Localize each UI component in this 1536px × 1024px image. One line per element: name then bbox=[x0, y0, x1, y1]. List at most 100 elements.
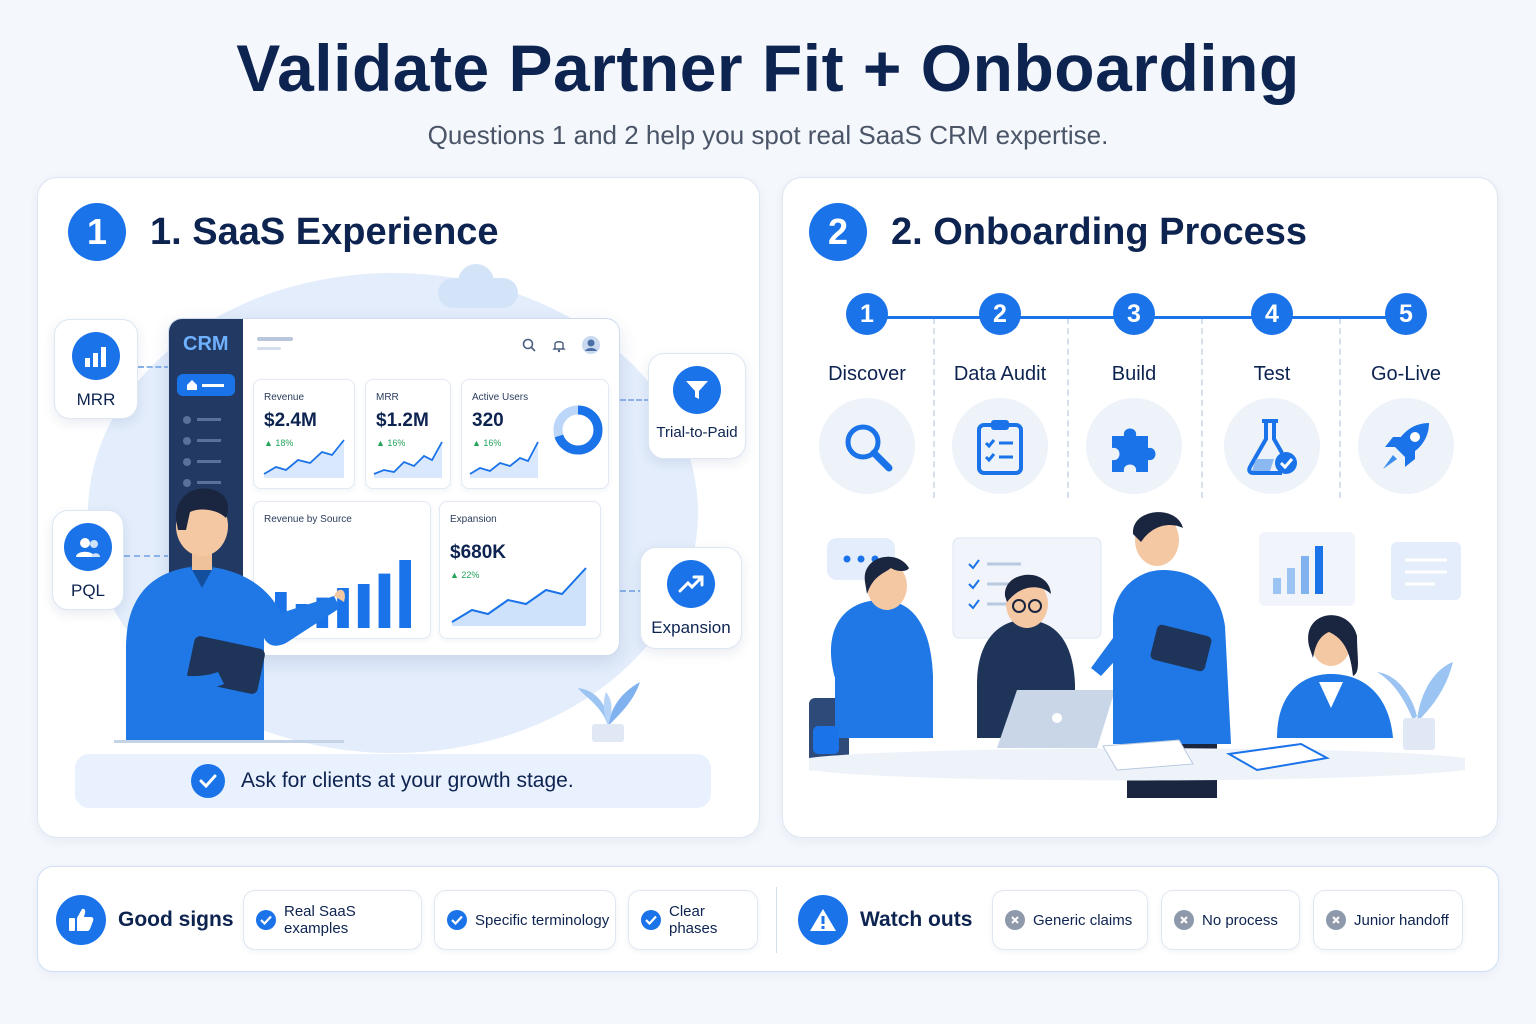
kpi-label: MRR bbox=[376, 392, 399, 403]
check-icon bbox=[447, 910, 467, 930]
callout-bar: Ask for clients at your growth stage. bbox=[75, 754, 711, 808]
chip-label: Real SaaS examples bbox=[284, 903, 356, 937]
signals-bar: Good signs Real SaaS examples Specific t… bbox=[37, 866, 1499, 972]
kpi-label: Revenue bbox=[264, 392, 305, 403]
callout-text: Ask for clients at your growth stage. bbox=[241, 769, 574, 792]
step-data-audit: 2 Data Audit bbox=[933, 293, 1067, 494]
flask-check-icon bbox=[1224, 398, 1320, 494]
step-divider bbox=[1067, 318, 1069, 498]
funnel-icon bbox=[673, 366, 721, 414]
nav-item bbox=[183, 432, 223, 445]
good-sign-chip: Clear phases bbox=[628, 890, 758, 950]
header-placeholder bbox=[257, 347, 281, 350]
expansion-label: Expansion bbox=[651, 618, 731, 637]
step-number: 1 bbox=[846, 293, 888, 335]
crm-brand: CRM bbox=[183, 333, 229, 355]
step-label: Go-Live bbox=[1370, 363, 1442, 385]
step-build: 3 Build bbox=[1067, 293, 1201, 494]
onboarding-process-header: 2 2. Onboarding Process bbox=[809, 203, 1307, 261]
search-icon bbox=[522, 338, 536, 352]
kpi-label: Active Users bbox=[472, 392, 529, 403]
puzzle-piece-icon bbox=[1086, 398, 1182, 494]
revenue-source-bar bbox=[357, 584, 370, 628]
bar-chart-icon bbox=[72, 332, 120, 380]
watch-out-chip: Junior handoff bbox=[1313, 890, 1463, 950]
nav-item bbox=[183, 474, 223, 487]
page-subtitle: Questions 1 and 2 help you spot real Saa… bbox=[427, 120, 1109, 150]
presenter-illustration bbox=[114, 488, 345, 743]
step-divider bbox=[1339, 318, 1341, 498]
revenue-by-source-label: Revenue by Source bbox=[264, 514, 352, 525]
trend-up-icon bbox=[667, 560, 715, 608]
step-label: Data Audit bbox=[953, 363, 1047, 385]
step-label: Test bbox=[1253, 363, 1291, 385]
bell-icon bbox=[552, 341, 566, 353]
x-circle-icon bbox=[1174, 910, 1194, 930]
revenue-source-bar bbox=[378, 573, 391, 628]
trial-to-paid-metric-card: Trial-to-Paid bbox=[648, 353, 746, 459]
revenue-kpi-card: Revenue $2.4M ▲ 18% bbox=[253, 379, 355, 489]
step-number: 2 bbox=[979, 293, 1021, 335]
connector-line bbox=[620, 590, 644, 592]
pql-metric-card: PQL bbox=[52, 510, 124, 610]
sparkline bbox=[373, 441, 443, 478]
check-icon bbox=[641, 910, 661, 930]
kpi-value: 320 bbox=[472, 410, 504, 431]
revenue-source-bar bbox=[275, 592, 287, 628]
kpi-delta: ▲ 16% bbox=[472, 438, 502, 448]
saas-experience-header: 1 1. SaaS Experience bbox=[68, 203, 499, 261]
onboarding-process-card: 2 2. Onboarding Process 1 Discover 2 Dat… bbox=[782, 177, 1498, 838]
nav-item bbox=[183, 411, 223, 424]
nav-item bbox=[183, 453, 223, 466]
step-discover: 1 Discover bbox=[800, 293, 934, 494]
plant-decoration bbox=[578, 682, 640, 742]
users-icon bbox=[64, 523, 112, 571]
search-icon bbox=[819, 398, 915, 494]
connector-line bbox=[138, 366, 170, 368]
x-circle-icon bbox=[1005, 910, 1025, 930]
mrr-kpi-card: MRR $1.2M ▲ 16% bbox=[365, 379, 451, 489]
trial-to-paid-label: Trial-to-Paid bbox=[656, 424, 738, 441]
watch-out-chip: Generic claims bbox=[992, 890, 1148, 950]
step-go-live: 5 Go-Live bbox=[1339, 293, 1473, 494]
kpi-value: $680K bbox=[450, 542, 506, 563]
cloud-decoration bbox=[438, 264, 518, 308]
pql-label: PQL bbox=[70, 581, 106, 600]
check-icon bbox=[256, 910, 276, 930]
good-signs-title: Good signs bbox=[118, 908, 234, 931]
kpi-value: $2.4M bbox=[264, 410, 317, 431]
warning-icon bbox=[798, 895, 848, 945]
mrr-metric-card: MRR bbox=[54, 319, 138, 419]
watch-outs-title: Watch outs bbox=[860, 908, 973, 931]
watch-out-chip: No process bbox=[1161, 890, 1300, 950]
step-test: 4 Test bbox=[1205, 293, 1339, 494]
saas-experience-title: 1. SaaS Experience bbox=[150, 210, 499, 253]
good-sign-chip: Real SaaS examples bbox=[243, 890, 422, 950]
saas-experience-card: 1 1. SaaS Experience MRR PQL Trial-to-Pa… bbox=[37, 177, 760, 838]
clipboard-checklist-icon bbox=[952, 398, 1048, 494]
team-meeting-illustration bbox=[809, 512, 1465, 798]
revenue-source-bar bbox=[399, 560, 411, 628]
rocket-icon bbox=[1358, 398, 1454, 494]
chip-label: No process bbox=[1202, 911, 1278, 929]
sparkline bbox=[263, 439, 345, 478]
chip-label: Generic claims bbox=[1033, 911, 1133, 929]
expansion-kpi-card: Expansion $680K ▲ 22% bbox=[439, 501, 601, 639]
step-number-badge: 2 bbox=[809, 203, 867, 261]
check-circle-icon bbox=[191, 764, 225, 798]
expansion-area-chart bbox=[451, 567, 587, 626]
onboarding-process-title: 2. Onboarding Process bbox=[891, 210, 1307, 253]
connector-line bbox=[620, 399, 650, 401]
chip-label: Clear phases bbox=[669, 903, 718, 937]
avatar bbox=[582, 336, 600, 354]
chip-label: Junior handoff bbox=[1354, 911, 1449, 929]
step-number: 5 bbox=[1385, 293, 1427, 335]
home-nav-item bbox=[177, 374, 235, 396]
donut-chart bbox=[553, 405, 603, 455]
active-users-kpi-card: Active Users 320 ▲ 16% bbox=[461, 379, 609, 489]
kpi-delta: ▲ 22% bbox=[450, 570, 480, 580]
good-sign-chip: Specific terminology bbox=[434, 890, 616, 950]
expansion-metric-card: Expansion bbox=[640, 547, 742, 649]
revenue-source-bar bbox=[337, 588, 349, 628]
step-divider bbox=[1201, 318, 1203, 498]
